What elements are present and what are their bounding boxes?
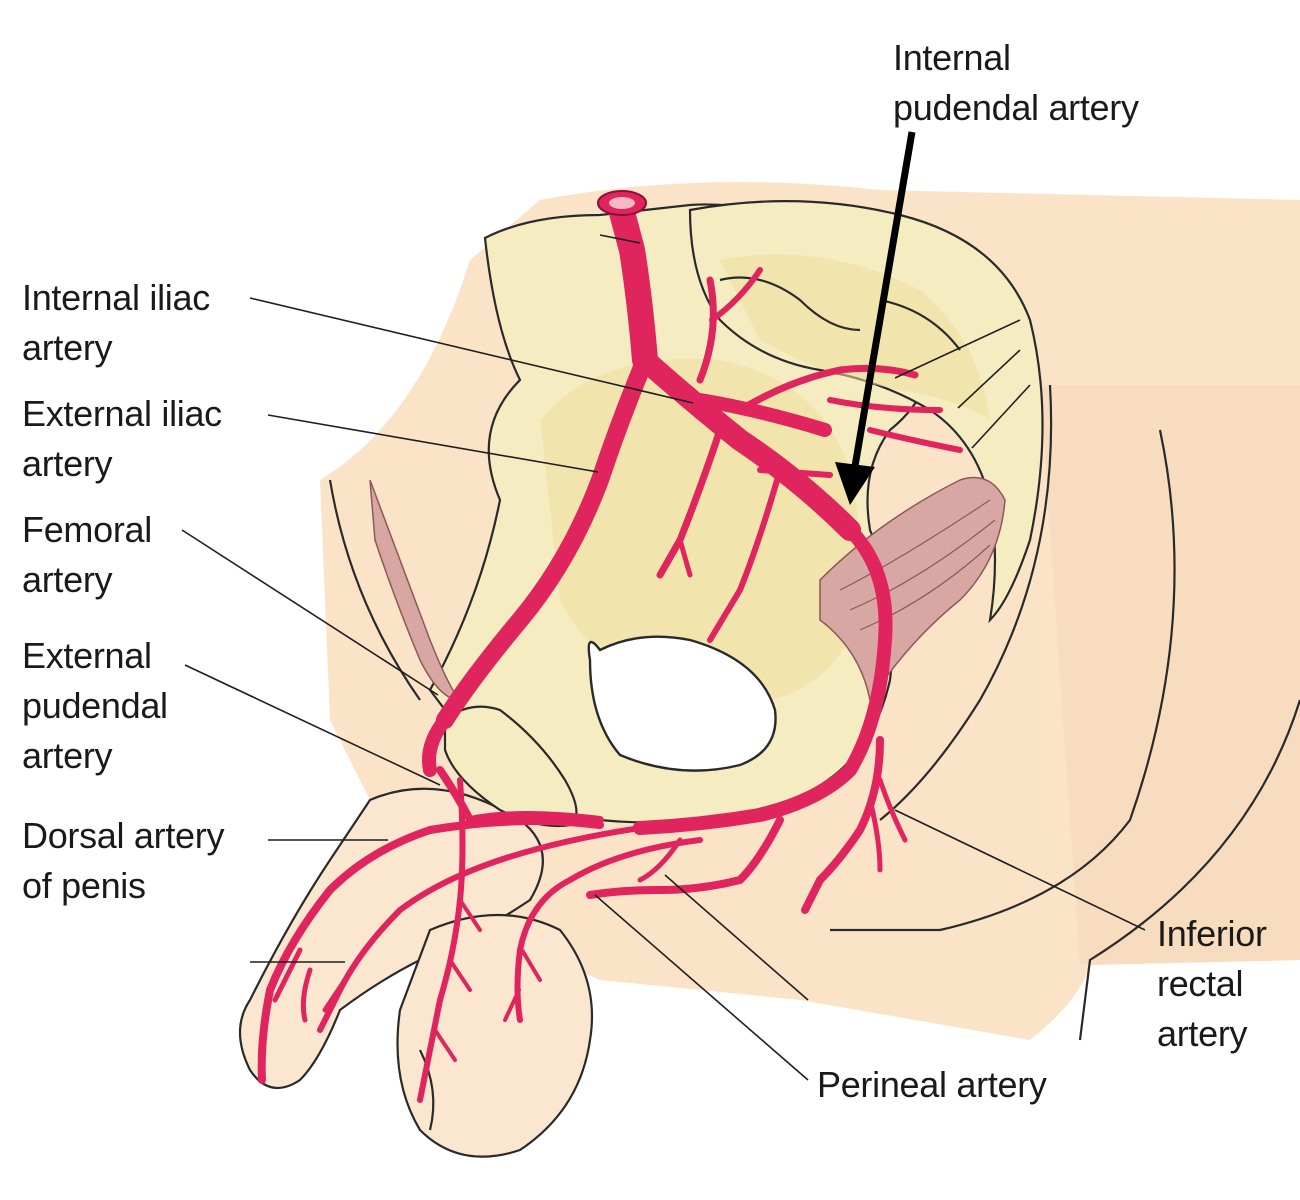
femoral-artery <box>422 713 452 777</box>
label-inferior-rectal-artery: Inferior rectal artery <box>1157 913 1267 1054</box>
label-femoral-line-1: Femoral <box>22 509 152 550</box>
label-external-pudendal-line-3: artery <box>22 735 113 776</box>
pudendal-side-branch <box>757 467 833 478</box>
label-internal-iliac-artery: Internal iliac artery <box>22 277 210 368</box>
superior-gluteal-branch <box>693 393 832 437</box>
label-external-pudendal-line-1: External <box>22 635 152 676</box>
label-internal-pudendal-line-1: Internal <box>893 37 1011 78</box>
label-femoral-line-2: artery <box>22 559 113 600</box>
label-dorsal-artery-of-penis: Dorsal artery of penis <box>22 815 225 906</box>
external-genitalia <box>239 787 594 1158</box>
lateral-sacral-branch <box>736 364 919 414</box>
label-perineal-artery: Perineal artery <box>817 1064 1047 1105</box>
internal-iliac-artery <box>634 349 861 541</box>
label-internal-pudendal-artery: Internal pudendal artery <box>893 37 1139 128</box>
external-iliac-artery <box>436 351 654 729</box>
posterior-scrotal-branch <box>514 837 703 1023</box>
label-inferior-rectal-line-2: rectal <box>1157 963 1243 1004</box>
dorsal-artery-of-penis <box>257 817 604 1084</box>
label-internal-iliac-line-2: artery <box>22 327 113 368</box>
scrotal-branch <box>417 777 466 1103</box>
label-external-iliac-artery: External iliac artery <box>22 393 222 484</box>
label-dorsal-artery-line-1: Dorsal artery <box>22 815 224 856</box>
perineal-artery <box>586 816 784 899</box>
label-external-pudendal-artery: External pudendal artery <box>22 635 168 776</box>
sacral-branch-2 <box>827 397 943 413</box>
leader-lines <box>181 234 1146 1081</box>
sacrospinous-ligament <box>819 476 1006 702</box>
label-perineal-line-1: Perineal artery <box>817 1064 1047 1105</box>
common-iliac-artery <box>607 192 658 373</box>
obturator-foramen <box>587 635 777 772</box>
internal-pudendal-arrow <box>835 131 916 505</box>
label-inferior-rectal-line-3: artery <box>1157 1013 1248 1054</box>
label-external-iliac-line-2: artery <box>22 443 113 484</box>
label-internal-pudendal-line-2: pudendal artery <box>893 87 1139 128</box>
label-internal-iliac-line-1: Internal iliac <box>22 277 210 318</box>
obturator-branch <box>656 426 724 579</box>
sacral-branch-3 <box>867 427 963 453</box>
label-femoral-artery: Femoral artery <box>22 509 152 600</box>
label-inferior-rectal-line-1: Inferior <box>1157 913 1267 954</box>
arterial-tree <box>257 190 963 1103</box>
obturator-branch-2 <box>707 467 783 643</box>
label-external-iliac-line-1: External iliac <box>22 393 222 434</box>
internal-pudendal-artery <box>633 523 893 835</box>
iliolumbar-branch-2 <box>709 267 763 323</box>
sacrum <box>688 200 1044 624</box>
label-dorsal-artery-line-2: of penis <box>22 865 146 906</box>
external-pudendal-artery <box>436 766 604 824</box>
iliolumbar-branch <box>696 276 717 384</box>
label-external-pudendal-line-2: pudendal <box>22 685 168 726</box>
